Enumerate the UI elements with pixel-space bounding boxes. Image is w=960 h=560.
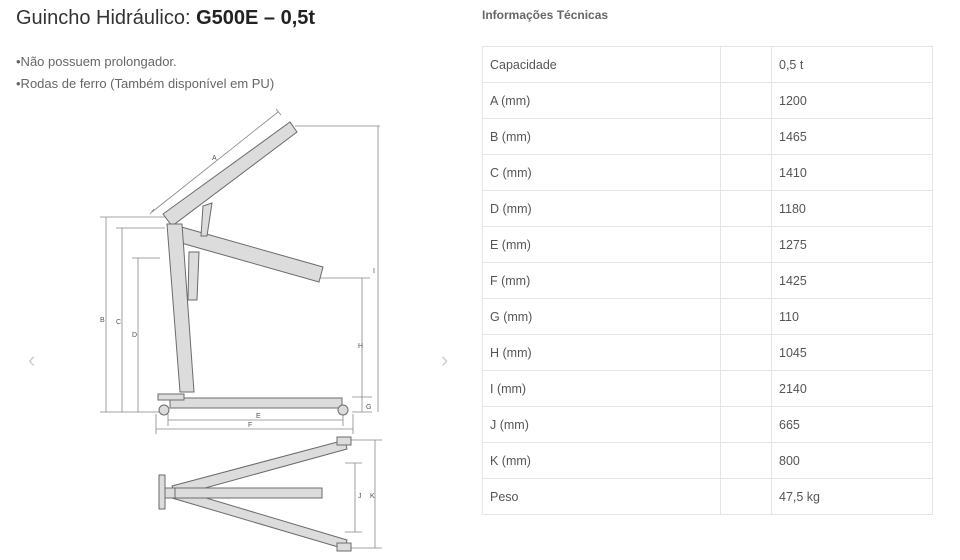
spec-spacer — [720, 442, 772, 479]
table-row: G (mm) 110 — [482, 298, 933, 335]
spec-label: G (mm) — [482, 298, 721, 335]
spec-value: 2140 — [771, 370, 933, 407]
spec-value: 1180 — [771, 190, 933, 227]
spec-spacer — [720, 46, 772, 83]
dimension-labels: A B C D E F G H I J K — [100, 155, 375, 500]
spec-spacer — [720, 298, 772, 335]
spec-value: 1425 — [771, 262, 933, 299]
spec-spacer — [720, 190, 772, 227]
spec-label: J (mm) — [482, 406, 721, 443]
spec-label: I (mm) — [482, 370, 721, 407]
feature-list: •Não possuem prolongador. •Rodas de ferr… — [16, 51, 274, 95]
dim-label-b: B — [100, 317, 105, 324]
dim-label-a: A — [212, 155, 217, 162]
table-row: B (mm) 1465 — [482, 118, 933, 155]
table-row: K (mm) 800 — [482, 442, 933, 479]
crane-top-view — [158, 436, 352, 552]
dim-label-j: J — [358, 493, 362, 500]
spec-value: 1410 — [771, 154, 933, 191]
spec-value: 665 — [771, 406, 933, 443]
table-row: D (mm) 1180 — [482, 190, 933, 227]
title-prefix: Guincho Hidráulico: — [16, 7, 197, 29]
spec-spacer — [720, 406, 772, 443]
spec-spacer — [720, 334, 772, 371]
dim-label-g: G — [366, 404, 371, 411]
spec-value: 47,5 kg — [771, 478, 933, 515]
spec-spacer — [720, 82, 772, 119]
table-row: A (mm) 1200 — [482, 82, 933, 119]
carousel-next-arrow-icon[interactable]: › — [441, 347, 449, 372]
spec-value: 1465 — [771, 118, 933, 155]
dimension-lines — [100, 108, 382, 549]
table-row: I (mm) 2140 — [482, 370, 933, 407]
crane-technical-drawing: A B C D E F G H I J K — [100, 108, 382, 552]
dim-label-i: I — [373, 268, 375, 275]
spec-label: K (mm) — [482, 442, 721, 479]
spec-value: 110 — [771, 298, 933, 335]
carousel-prev-arrow-icon[interactable]: ‹ — [28, 347, 36, 372]
feature-item: •Rodas de ferro (Também disponível em PU… — [16, 76, 275, 91]
page-title: Guincho Hidráulico: G500E – 0,5t — [16, 7, 315, 30]
spec-label: A (mm) — [482, 82, 721, 119]
dim-label-k: K — [370, 493, 375, 500]
table-row: H (mm) 1045 — [482, 334, 933, 371]
spec-value: 800 — [771, 442, 933, 479]
table-row: F (mm) 1425 — [482, 262, 933, 299]
dim-label-d: D — [132, 332, 137, 339]
spec-label: C (mm) — [482, 154, 721, 191]
table-row: Capacidade 0,5 t — [482, 46, 933, 83]
dim-label-h: H — [358, 343, 363, 350]
table-row: E (mm) 1275 — [482, 226, 933, 263]
spec-value: 1200 — [771, 82, 933, 119]
spec-label: F (mm) — [482, 262, 721, 299]
dim-label-f: F — [248, 422, 252, 429]
spec-spacer — [720, 226, 772, 263]
spec-heading: Informações Técnicas — [482, 8, 609, 22]
spec-value: 1275 — [771, 226, 933, 263]
spec-label: E (mm) — [482, 226, 721, 263]
spec-value: 1045 — [771, 334, 933, 371]
spec-label: H (mm) — [482, 334, 721, 371]
title-model: G500E – 0,5t — [196, 7, 316, 29]
spec-label: B (mm) — [482, 118, 721, 155]
spec-spacer — [720, 478, 772, 515]
spec-label: Peso — [482, 478, 721, 515]
spec-spacer — [720, 118, 772, 155]
spec-spacer — [720, 370, 772, 407]
dim-label-c: C — [116, 319, 121, 326]
table-row: Peso 47,5 kg — [482, 478, 933, 515]
crane-side-view — [157, 121, 349, 416]
spec-label: D (mm) — [482, 190, 721, 227]
feature-item: •Não possuem prolongador. — [16, 54, 177, 69]
dim-label-e: E — [256, 413, 261, 420]
spec-label: Capacidade — [482, 46, 721, 83]
table-row: J (mm) 665 — [482, 406, 933, 443]
spec-spacer — [720, 154, 772, 191]
spec-spacer — [720, 262, 772, 299]
table-row: C (mm) 1410 — [482, 154, 933, 191]
spec-value: 0,5 t — [771, 46, 933, 83]
